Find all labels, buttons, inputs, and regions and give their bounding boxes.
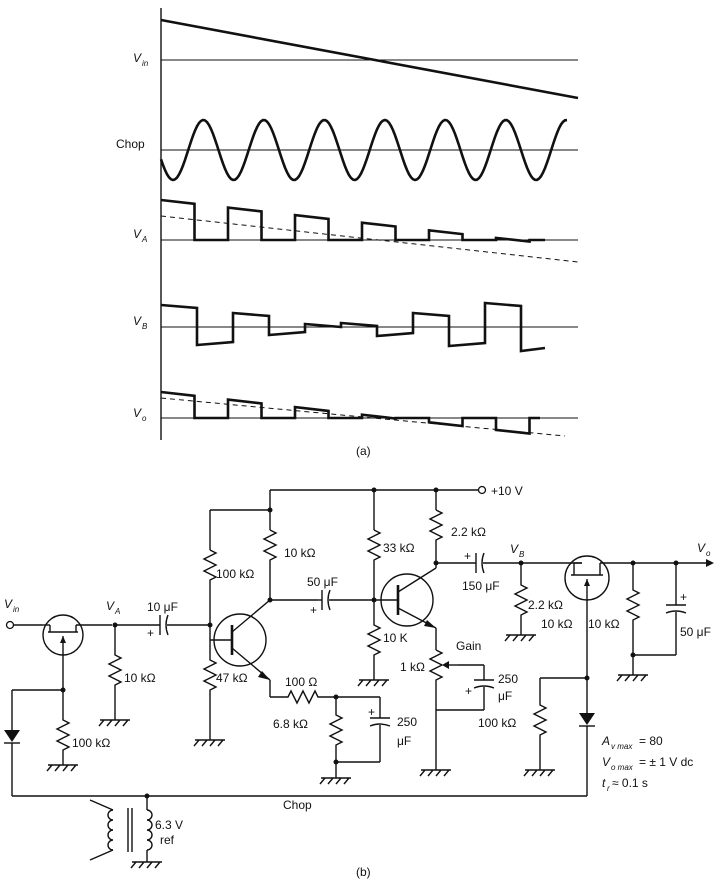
circuit-vo-label-sub: o [706, 549, 711, 558]
spec-vo-value: = ± 1 V dc [639, 755, 693, 769]
va-label-sub: A [141, 235, 147, 244]
svg-text:+: + [310, 603, 317, 617]
r-bias-top-label: 100 kΩ [216, 567, 254, 581]
spec-tr-prefix: t [602, 776, 606, 790]
svg-text:+: + [464, 549, 471, 563]
r-gate1-label: 100 kΩ [72, 736, 110, 750]
chop-sine [159, 118, 568, 182]
c-emitter1-label: 250 [397, 715, 417, 729]
svg-text:+: + [465, 684, 472, 698]
vo-waveform: V o [133, 390, 578, 437]
svg-text:+: + [147, 626, 154, 640]
r-collector1-label: 10 kΩ [284, 546, 316, 560]
r-vb-shunt-label: 2.2 kΩ [528, 598, 563, 612]
vo-label-sub: o [142, 414, 147, 423]
c-couple-label: 50 μF [307, 575, 338, 589]
vin-label-sub: in [142, 59, 149, 68]
va-chopped [160, 198, 545, 244]
caption-a: (a) [356, 444, 371, 458]
r-gain-pot-label: 1 kΩ [400, 660, 425, 674]
vin-ramp [160, 18, 579, 100]
gain-label: Gain [456, 639, 481, 653]
circuit-vb-label: V [510, 542, 519, 556]
spec-vo-prefix: V [602, 755, 611, 769]
ground-symbol [419, 769, 451, 777]
spec-av-prefix: A [601, 734, 610, 748]
circuit-va-label-sub: A [114, 607, 120, 616]
spec-tr-sub: r [607, 784, 610, 793]
ground-symbol [46, 764, 78, 772]
ground-symbol [130, 861, 162, 869]
transistor-q1 [210, 599, 271, 681]
ground-symbol [523, 769, 555, 777]
waveform-panel: V in Chop V A V B V [116, 8, 579, 458]
circuit-va-label: V [106, 599, 115, 613]
circuit-vo-label: V [697, 541, 706, 555]
vb-waveform: V B [133, 301, 578, 353]
supply-label: +10 V [491, 484, 523, 498]
transformer-ref-label: ref [160, 833, 175, 847]
circuit-vb-label-sub: B [519, 550, 525, 559]
c-in-label: 10 μF [147, 600, 178, 614]
circuit-vin-label-sub: in [13, 605, 20, 614]
r-bias2-top-label: 33 kΩ [383, 541, 415, 555]
va-envelope [160, 215, 579, 263]
ground-symbol [357, 679, 389, 687]
chop-waveform: Chop [116, 118, 578, 182]
ground-symbol [319, 777, 351, 785]
c-emitter2-unit: μF [498, 689, 512, 703]
vb-label-sub: B [142, 322, 148, 331]
vin-terminal [5, 620, 15, 630]
r-emitter1-label: 100 Ω [285, 675, 317, 689]
circuit-panel: V in 100 kΩ V A 10 kΩ [4, 484, 714, 879]
r-gate2-label: 10 kΩ [541, 617, 573, 631]
vo-label: V [133, 406, 142, 420]
vb-label: V [133, 314, 142, 328]
vin-label: V [133, 51, 142, 65]
specs-block: A v max = 80 V o max = ± 1 V dc t r ≈ 0.… [601, 734, 693, 793]
caption-b: (b) [356, 865, 371, 879]
chop-label: Chop [116, 137, 145, 151]
r-emitter2-label: 100 kΩ [478, 716, 516, 730]
circuit-vin-label: V [4, 597, 13, 611]
fet-switch-1 [42, 614, 112, 656]
spec-tr-value: ≈ 0.1 s [612, 776, 648, 790]
vo-demodulated [160, 390, 540, 436]
r-bias-bot-label: 47 kΩ [216, 671, 248, 685]
va-waveform: V A [133, 198, 579, 263]
svg-text:+: + [680, 590, 687, 604]
ground-symbol [616, 674, 648, 682]
vb-ac-coupled [160, 301, 546, 353]
r-bias2-bot-label: 10 K [383, 631, 408, 645]
r-out-label: 10 kΩ [588, 617, 620, 631]
c-filter-label: 50 μF [680, 625, 711, 639]
c-emitter2-label: 250 [498, 672, 518, 686]
r-collector2-label: 2.2 kΩ [451, 525, 486, 539]
ground-symbol [98, 719, 130, 727]
svg-text:+: + [368, 705, 375, 719]
ground-symbol [504, 634, 536, 642]
vin-waveform: V in [133, 18, 579, 100]
va-label: V [133, 227, 142, 241]
c-out-label: 150 μF [462, 579, 500, 593]
r-emitter1b-label: 6.8 kΩ [273, 717, 308, 731]
spec-av-sub: v max [611, 742, 633, 751]
transformer [89, 796, 162, 869]
transformer-voltage-label: 6.3 V [155, 818, 183, 832]
c-emitter1-unit: μF [397, 734, 411, 748]
chop-bus-label: Chop [283, 798, 312, 812]
spec-vo-sub: o max [611, 763, 634, 772]
ground-symbol [193, 739, 225, 747]
transistor-q2 [374, 567, 437, 629]
r-in-shunt-label: 10 kΩ [124, 671, 156, 685]
spec-av-value: = 80 [639, 734, 663, 748]
